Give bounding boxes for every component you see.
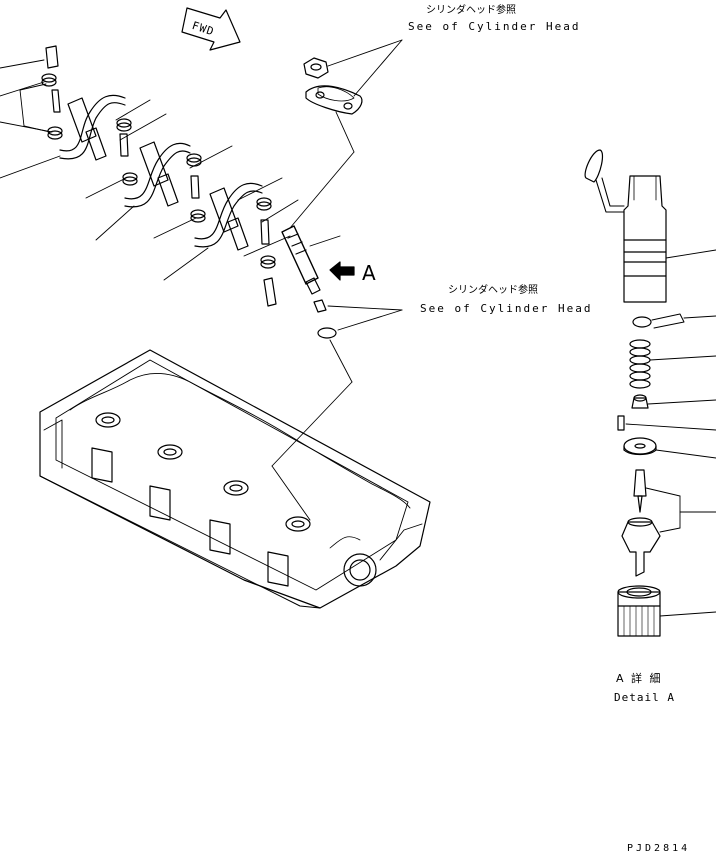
ref-label-top-en: See of Cylinder Head (408, 20, 581, 33)
cylinder-head-ref-leaders-mid (271, 305, 403, 521)
cylinder-head-ref-parts-top (289, 39, 403, 229)
drawing-code: PJD2814 (627, 843, 691, 854)
detail-label-en: Detail A (614, 691, 675, 704)
injection-pipe-assembly (0, 45, 341, 339)
ref-label-top-jp: シリンダヘッド参照 (426, 5, 516, 16)
pipe-clamps (41, 73, 276, 269)
leader-lines-detail (625, 249, 716, 617)
leader-lines-left (0, 59, 341, 281)
view-arrow-a (329, 261, 355, 281)
spring (629, 339, 651, 389)
cylinder-head (39, 349, 431, 609)
ref-label-mid-jp: シリンダヘッド参照 (448, 285, 538, 296)
view-marker-label: A (362, 261, 376, 285)
ref-label-mid-en: See of Cylinder Head (420, 302, 593, 315)
detail-a (584, 149, 716, 637)
detail-label-jp: A 詳 細 (616, 672, 663, 685)
nozzle-holders (67, 97, 321, 295)
fwd-arrow (181, 7, 241, 51)
